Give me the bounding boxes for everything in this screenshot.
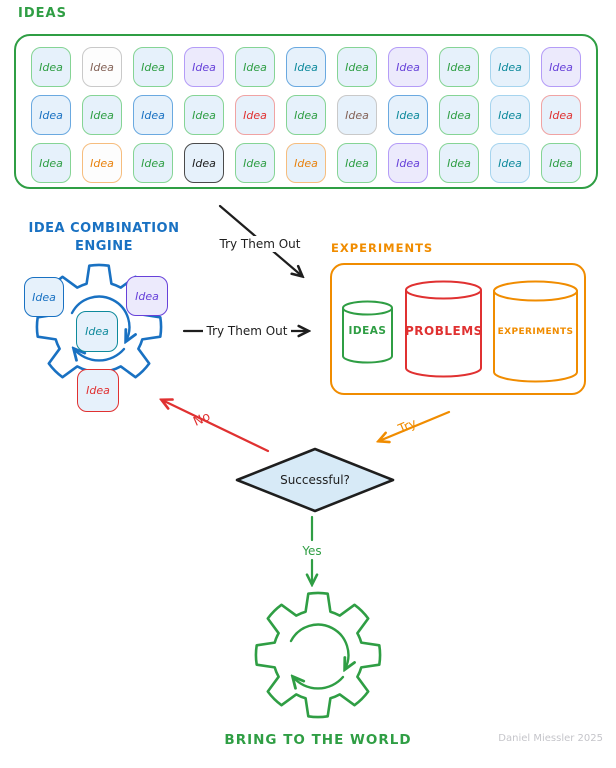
try-them-out-diagonal-label: Try Them Out: [212, 236, 308, 252]
idea-box: Idea: [133, 47, 173, 87]
idea-box: Idea: [337, 95, 377, 135]
bring-to-world-gear: [254, 591, 382, 719]
idea-box: Idea: [541, 143, 581, 183]
experiments-section-title: EXPERIMENTS: [331, 241, 434, 255]
cycle-arrow-top-icon: [289, 623, 348, 669]
idea-box: Idea: [388, 95, 428, 135]
idea-box: Idea: [31, 47, 71, 87]
idea-box: Idea: [184, 143, 224, 183]
engine-title-line2: ENGINE: [74, 238, 134, 254]
bring-to-world-title: BRING TO THE WORLD: [224, 732, 412, 748]
engine-idea-box-teal: Idea: [76, 311, 118, 352]
try-arrow-label: Try: [395, 415, 419, 436]
try-them-out-horizontal-label: Try Them Out: [203, 323, 291, 339]
yes-arrow-label: Yes: [302, 544, 322, 558]
engine-idea-label: Idea: [32, 290, 56, 304]
watermark: Daniel Miessler 2025: [498, 733, 603, 744]
idea-box: Idea: [388, 143, 428, 183]
cylinder-experiments-label: EXPERIMENTS: [497, 327, 574, 337]
idea-box: Idea: [541, 47, 581, 87]
idea-box: Idea: [82, 143, 122, 183]
engine-section-title: IDEA COMBINATION ENGINE: [18, 220, 190, 255]
engine-idea-box-purple: Idea: [126, 276, 168, 316]
idea-box: Idea: [31, 143, 71, 183]
cycle-arrow-bottom-icon: [293, 677, 345, 690]
engine-idea-box-blue: Idea: [24, 277, 64, 317]
engine-idea-label: Idea: [85, 325, 109, 338]
idea-box: Idea: [82, 47, 122, 87]
idea-box: Idea: [439, 143, 479, 183]
idea-box: Idea: [286, 47, 326, 87]
engine-idea-label: Idea: [86, 384, 110, 397]
idea-box: Idea: [439, 95, 479, 135]
idea-box: Idea: [286, 143, 326, 183]
idea-box: Idea: [133, 143, 173, 183]
cylinder-problems-label: PROBLEMS: [405, 324, 483, 338]
idea-box: Idea: [235, 143, 275, 183]
idea-box: Idea: [541, 95, 581, 135]
idea-box: Idea: [184, 95, 224, 135]
engine-title-line1: IDEA COMBINATION: [28, 221, 180, 236]
idea-box: Idea: [235, 95, 275, 135]
no-arrow: [162, 400, 270, 453]
idea-box: Idea: [490, 95, 530, 135]
ideas-section-title: IDEAS: [18, 6, 67, 21]
engine-idea-label: Idea: [135, 289, 159, 303]
cylinder-ideas-label: IDEAS: [348, 325, 387, 337]
idea-box: Idea: [133, 95, 173, 135]
decision-question: Successful?: [280, 473, 350, 487]
idea-box: Idea: [337, 47, 377, 87]
idea-box: Idea: [388, 47, 428, 87]
idea-box: Idea: [184, 47, 224, 87]
engine-idea-box-red: Idea: [77, 369, 119, 412]
idea-box: Idea: [490, 143, 530, 183]
idea-box: Idea: [235, 47, 275, 87]
no-arrow-label: No: [190, 408, 213, 429]
idea-box: Idea: [337, 143, 377, 183]
idea-box: Idea: [82, 95, 122, 135]
idea-box: Idea: [490, 47, 530, 87]
idea-box: Idea: [286, 95, 326, 135]
idea-box: Idea: [439, 47, 479, 87]
idea-box: Idea: [31, 95, 71, 135]
